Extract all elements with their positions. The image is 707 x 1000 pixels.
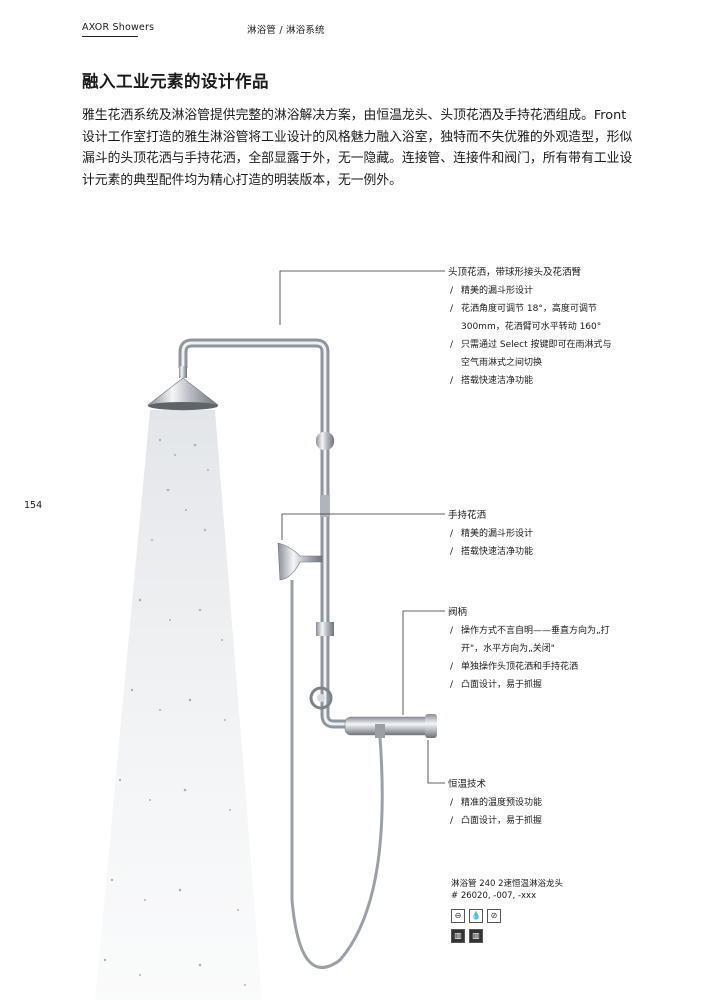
callout-title: 头顶花洒，带球形接头及花洒臂 — [448, 267, 582, 278]
callout-title: 阀柄 — [448, 607, 468, 618]
overhead-shower-head — [147, 366, 219, 411]
callout-title: 恒温技术 — [448, 779, 487, 790]
header-underline — [82, 36, 138, 37]
shower-pipes — [178, 338, 352, 729]
fitting-icon-2: ▥ — [469, 929, 483, 943]
callout-item: 精美的漏斗形设计 — [448, 282, 621, 300]
callout-item: 只需通过 Select 按键即可在雨淋式与空气雨淋式之间切换 — [448, 336, 616, 372]
fitting-icons-row: ▥ ▥ — [451, 929, 483, 943]
page-number: 154 — [24, 500, 43, 511]
product-info: 淋浴管 240 2速恒温淋浴龙头 # 26020, -007, -xxx — [451, 878, 563, 902]
shower-hose — [290, 580, 384, 969]
callout-item: 凸面设计，易于抓握 — [448, 812, 542, 830]
page-title: 融入工业元素的设计作品 — [82, 72, 269, 91]
header-brand: AXOR Showers — [82, 22, 155, 33]
callout-item: 精美的漏斗形设计 — [448, 525, 533, 543]
fitting-icon-1: ▥ — [451, 929, 465, 943]
riser-holders — [316, 432, 334, 636]
callout-item: 凸面设计，易于抓握 — [448, 676, 621, 694]
thermostat-mixer — [344, 714, 437, 738]
water-drop-icon: 💧 — [469, 909, 483, 923]
callout-title: 手持花洒 — [448, 510, 487, 521]
callout-item: 单独操作头顶花洒和手持花洒 — [448, 658, 621, 676]
water-spray — [95, 410, 262, 1000]
product-name: 淋浴管 240 2速恒温淋浴龙头 — [451, 879, 564, 889]
callout-item: 花洒角度可调节 18°，高度可调节 300mm，花洒臂可水平转动 160° — [448, 300, 621, 336]
product-code: # 26020, -007, -xxx — [451, 891, 537, 901]
callout-hand-shower: 手持花洒 精美的漏斗形设计 搭载快速洁净功能 — [448, 507, 533, 561]
no-scald-icon: ⊘ — [487, 909, 501, 923]
callout-item: 操作方式不言自明——垂直方向为„打开"，水平方向为„关闭" — [448, 622, 621, 658]
valve-handle — [309, 686, 333, 710]
callout-item: 精准的温度预设功能 — [448, 794, 542, 812]
callout-lines — [279, 270, 445, 784]
minus-circle-icon: ⊖ — [451, 909, 465, 923]
callout-overhead-shower: 头顶花洒，带球形接头及花洒臂 精美的漏斗形设计 花洒角度可调节 18°，高度可调… — [448, 264, 621, 390]
callout-item: 搭载快速洁净功能 — [448, 372, 621, 390]
hand-shower — [277, 542, 323, 581]
intro-paragraph: 雅生花洒系统及淋浴管提供完整的淋浴解决方案，由恒温龙头、头顶花洒及手持花洒组成。… — [82, 108, 633, 188]
callout-thermostat: 恒温技术 精准的温度预设功能 凸面设计，易于抓握 — [448, 776, 542, 830]
header-section: 淋浴管 / 淋浴系统 — [247, 25, 325, 36]
callout-item: 搭载快速洁净功能 — [448, 543, 533, 561]
callout-valve-handle: 阀柄 操作方式不言自明——垂直方向为„打开"，水平方向为„关闭" 单独操作头顶花… — [448, 604, 621, 694]
feature-icons-row: ⊖ 💧 ⊘ — [451, 909, 501, 923]
